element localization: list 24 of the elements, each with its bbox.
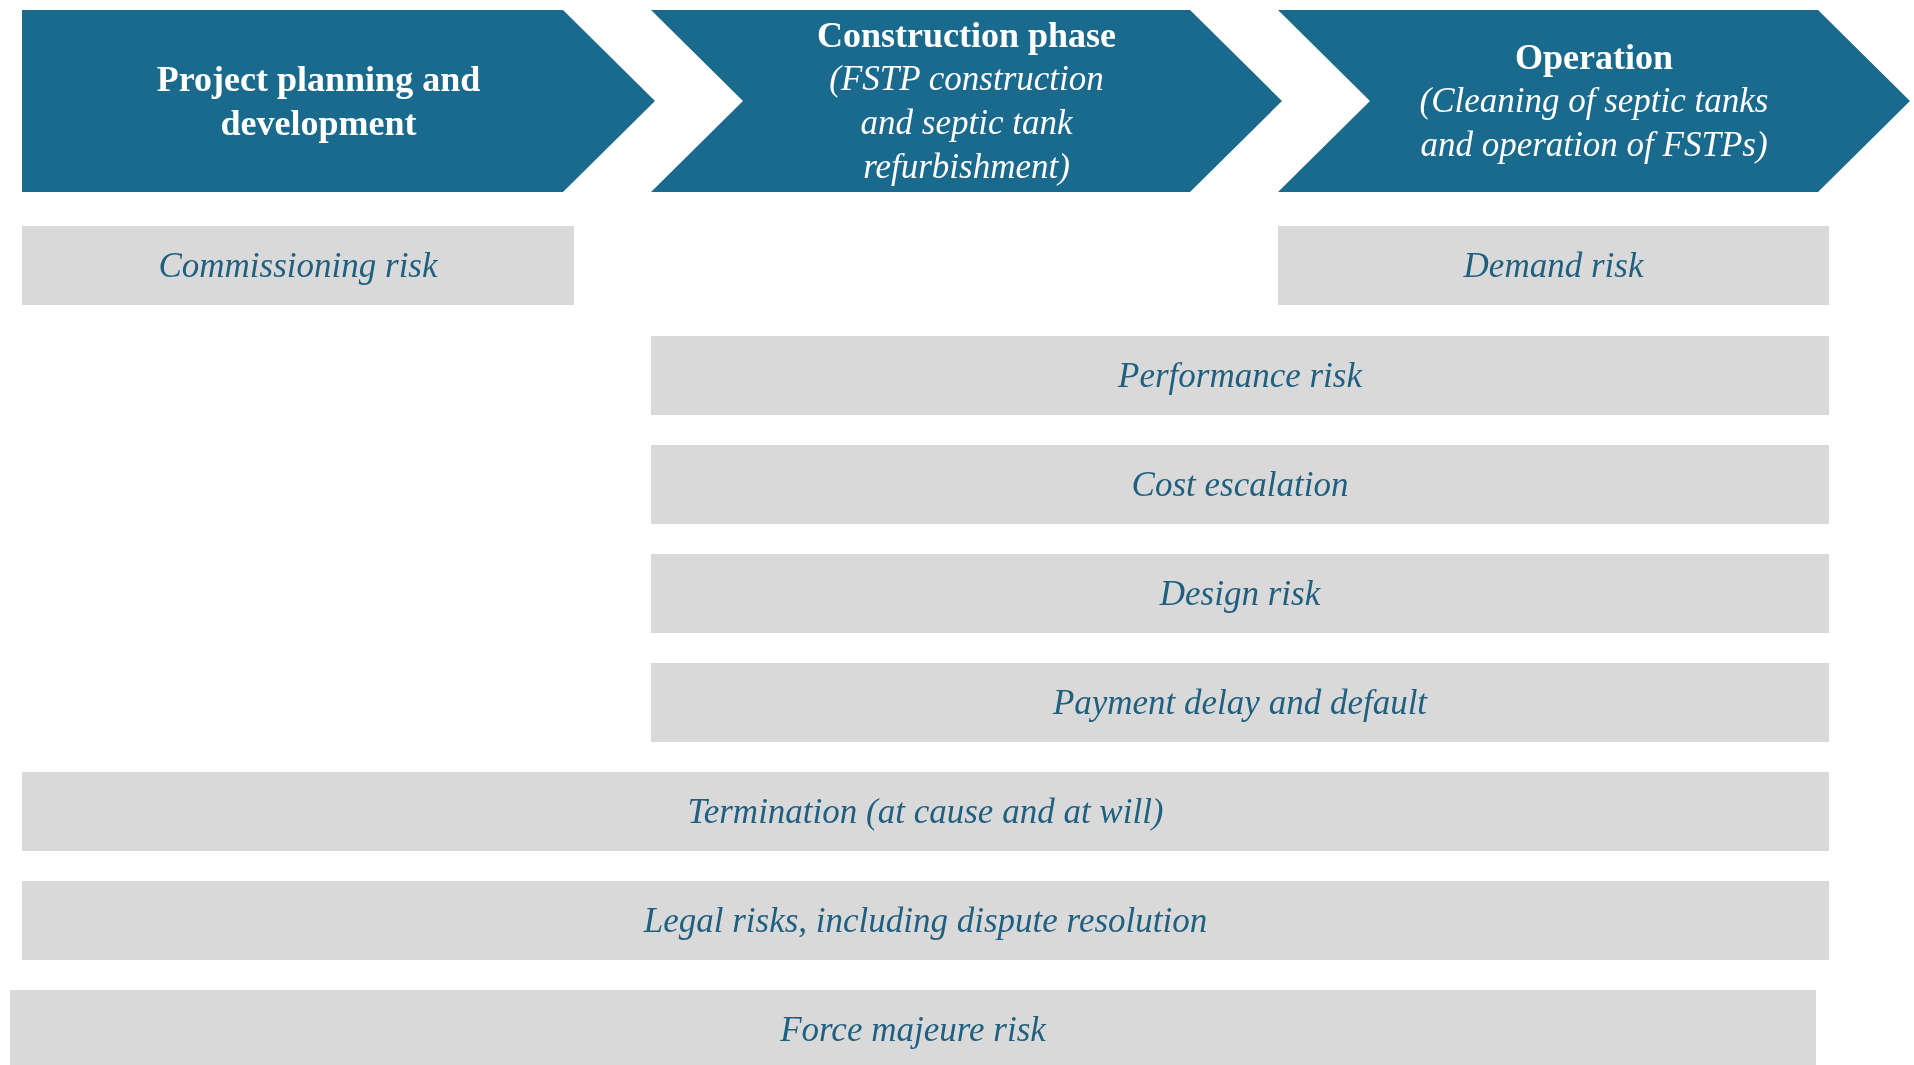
risk-bar xyxy=(22,881,1829,960)
risk-label: Legal risks, including dispute resolution xyxy=(643,900,1208,941)
phase-description: (Cleaning of septic tanks and operation of FSTPs) xyxy=(1418,80,1770,166)
risk-bar xyxy=(22,772,1829,851)
risk-bar xyxy=(651,445,1829,524)
risk-label: Termination (at cause and at will) xyxy=(687,791,1164,832)
risk-bar xyxy=(10,990,1816,1065)
risk-label: Cost escalation xyxy=(1131,464,1349,505)
risk-bar xyxy=(651,554,1829,633)
phase-title: Project planning and development xyxy=(155,58,482,145)
risk-bar xyxy=(651,663,1829,742)
risk-label: Performance risk xyxy=(1118,355,1362,396)
risk-bar xyxy=(651,336,1829,415)
risk-label: Payment delay and default xyxy=(1052,682,1428,723)
risk-label: Force majeure risk xyxy=(780,1010,1046,1050)
risk-bar xyxy=(22,226,574,305)
risk-label: Design risk xyxy=(1159,573,1321,614)
risk-label: Commissioning risk xyxy=(158,245,438,286)
phase-header xyxy=(22,10,655,192)
risk-label: Demand risk xyxy=(1463,245,1644,286)
phase-title: Construction phase xyxy=(816,14,1116,57)
phase-title: Operation xyxy=(1515,36,1673,79)
phase-description: (FSTP construction and septic tank refurbishment) xyxy=(828,58,1105,188)
risk-bar xyxy=(1278,226,1829,305)
